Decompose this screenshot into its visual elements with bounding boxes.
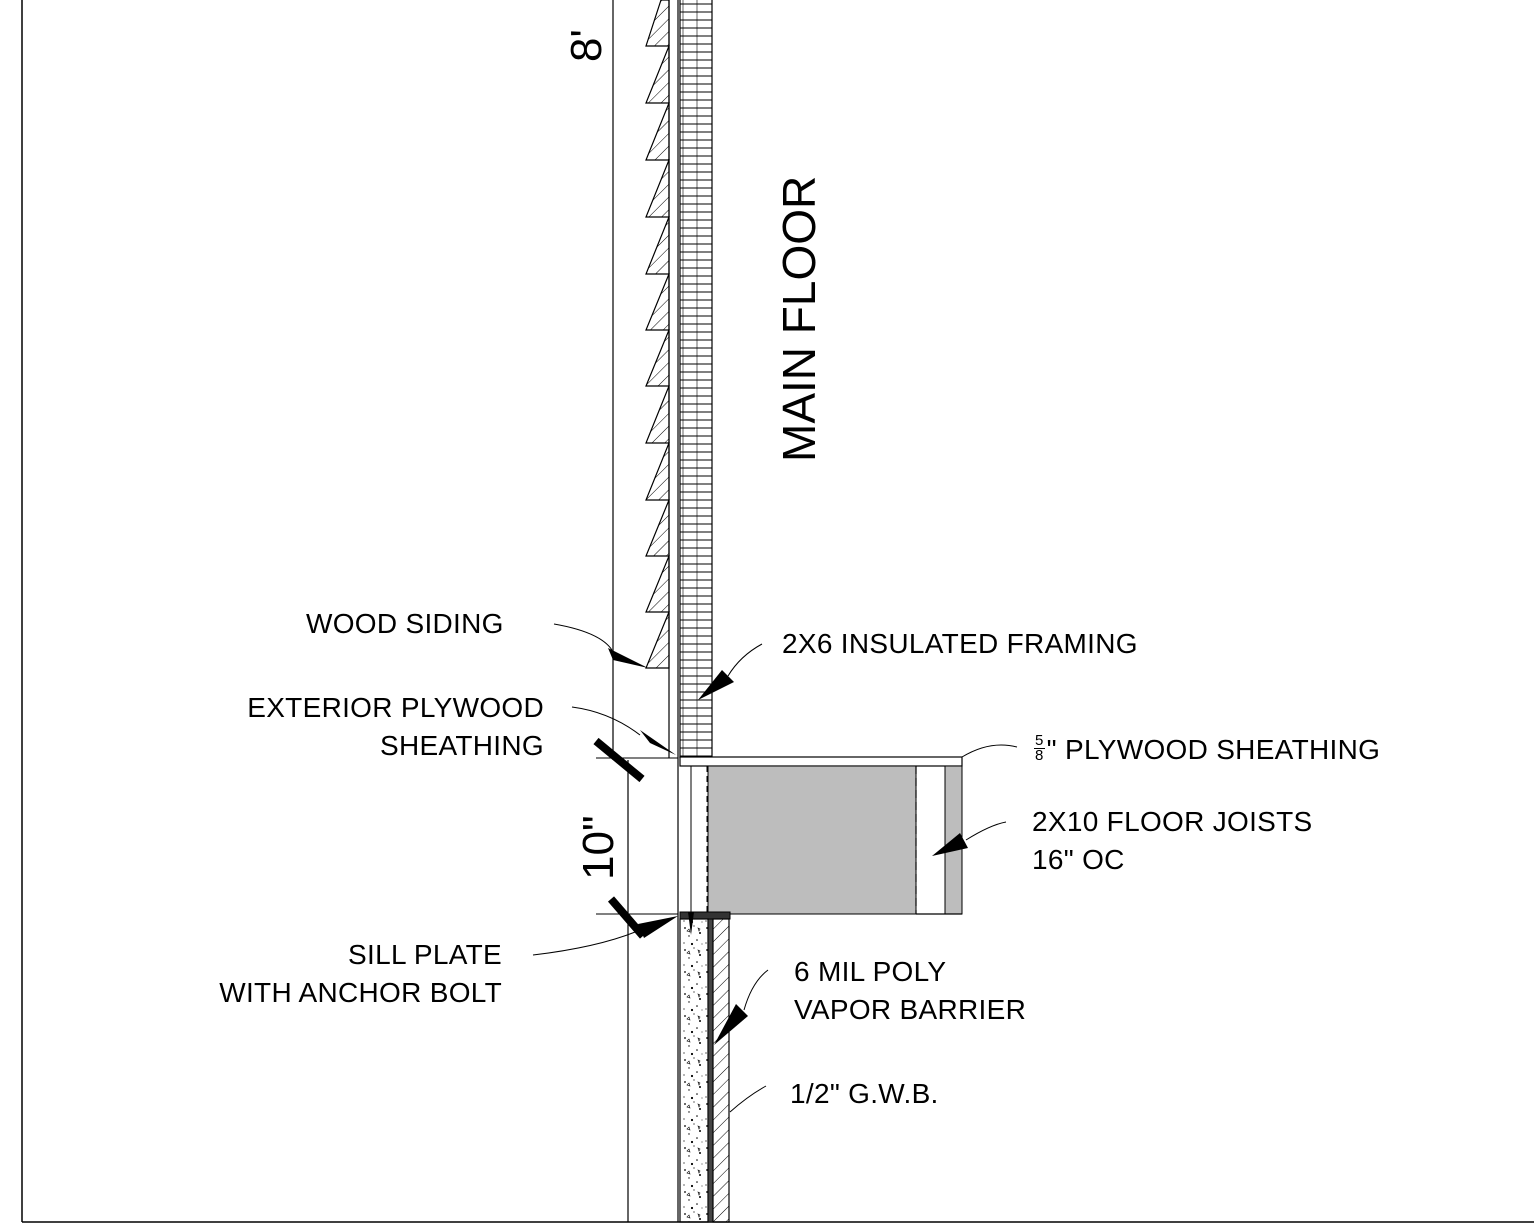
label-plywood-sheathing: 5 8 " PLYWOOD SHEATHING <box>1034 731 1380 769</box>
floor-plywood-sheathing <box>679 756 963 767</box>
dimension-tick-lower <box>607 896 647 939</box>
label-gwb: 1/2" G.W.B. <box>790 1078 939 1109</box>
dimension-lines <box>596 0 678 1222</box>
label-insulated-framing: 2X6 INSULATED FRAMING <box>782 628 1138 659</box>
leader-wood-siding <box>553 623 648 668</box>
floor-joist <box>707 765 917 915</box>
label-floor-joists-line2: 16" OC <box>1032 844 1125 875</box>
foundation-wall <box>679 918 709 1223</box>
rim-joist <box>690 766 708 914</box>
label-sill-plate: SILL PLATE WITH ANCHOR BOLT <box>150 936 502 1012</box>
section-title: MAIN FLOOR <box>773 175 825 462</box>
fraction-numerator: 5 <box>1034 732 1045 750</box>
label-exterior-plywood-line2: SHEATHING <box>380 730 544 761</box>
dimension-tick-upper <box>593 737 645 783</box>
fraction: 5 8 <box>1034 732 1045 765</box>
leader-plywood-sheathing <box>961 744 1018 758</box>
label-exterior-plywood-line1: EXTERIOR PLYWOOD <box>247 692 544 723</box>
vapor-barrier <box>707 918 714 1223</box>
wood-siding <box>645 0 670 669</box>
label-exterior-plywood: EXTERIOR PLYWOOD SHEATHING <box>200 689 544 765</box>
dimension-label-upper: 8' <box>562 29 611 62</box>
leader-exterior-sheathing <box>571 706 676 755</box>
dimension-label-lower: 10" <box>574 815 623 880</box>
leader-sill-plate <box>532 916 678 956</box>
fraction-denominator: 8 <box>1035 747 1044 765</box>
sheet-border <box>21 0 1534 1223</box>
leader-floor-joists <box>932 821 1007 856</box>
label-floor-joists-line1: 2X10 FLOOR JOISTS <box>1032 806 1313 837</box>
label-plywood-sheathing-text: " PLYWOOD SHEATHING <box>1046 734 1381 765</box>
leader-gwb <box>729 1085 767 1113</box>
label-vapor-barrier-line1: 6 MIL POLY <box>794 956 947 987</box>
insulated-framing <box>680 0 712 758</box>
label-vapor-barrier: 6 MIL POLY VAPOR BARRIER <box>794 953 1026 1029</box>
label-sill-plate-line1: SILL PLATE <box>348 939 502 970</box>
exterior-sheathing <box>668 0 679 1222</box>
sill-plate <box>679 911 731 920</box>
label-wood-siding: WOOD SIDING <box>306 608 504 639</box>
gypsum-board <box>712 918 730 1223</box>
label-floor-joists: 2X10 FLOOR JOISTS 16" OC <box>1032 803 1313 879</box>
leader-insulated-framing <box>698 643 763 700</box>
leader-vapor-barrier <box>714 969 769 1045</box>
label-vapor-barrier-line2: VAPOR BARRIER <box>794 994 1027 1025</box>
label-sill-plate-line2: WITH ANCHOR BOLT <box>219 977 502 1008</box>
